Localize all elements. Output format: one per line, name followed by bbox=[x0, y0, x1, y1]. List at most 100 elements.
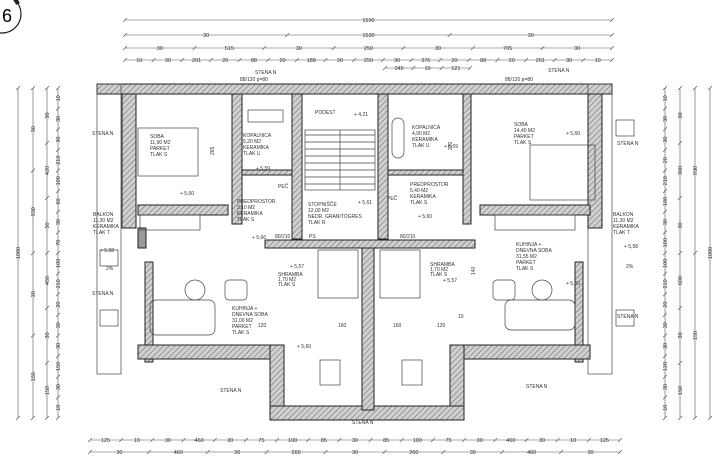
dimension-label: 30 bbox=[56, 343, 62, 349]
dimension-label: 10 bbox=[663, 95, 669, 101]
dimension-tick bbox=[523, 57, 529, 63]
dimension-tick bbox=[55, 271, 61, 276]
dimension-label: 125 bbox=[600, 438, 609, 444]
dimension-label: 30 bbox=[56, 384, 62, 390]
dimension-tick bbox=[662, 333, 668, 338]
dining-table-left bbox=[319, 359, 341, 386]
chair bbox=[615, 309, 635, 327]
svg-text:STENA N: STENA N bbox=[92, 291, 114, 297]
dimension-tick bbox=[581, 57, 586, 63]
dining-table-right bbox=[401, 359, 423, 386]
dimension-tick bbox=[662, 188, 668, 194]
dimension-tick bbox=[401, 45, 406, 51]
dimension-tick bbox=[146, 449, 152, 455]
dimension-label: 75 bbox=[445, 438, 451, 444]
dimension-tick bbox=[609, 32, 615, 38]
dimension-label: 30 bbox=[663, 384, 669, 390]
dimension-tick bbox=[122, 45, 128, 51]
dimension-label: 376 bbox=[421, 58, 430, 64]
dimension-label: 150 bbox=[45, 386, 51, 395]
svg-text:220: 220 bbox=[448, 141, 454, 150]
dimension-tick bbox=[122, 32, 128, 38]
stair-wall-right bbox=[377, 93, 389, 240]
dimension-label: 10 bbox=[595, 58, 601, 64]
dimension-tick bbox=[439, 65, 444, 71]
dimension-label: 150 bbox=[693, 331, 699, 340]
dimension-tick bbox=[677, 85, 683, 91]
dimension-tick bbox=[151, 57, 156, 63]
svg-text:+ 5,57: + 5,57 bbox=[443, 278, 457, 284]
dimension-tick bbox=[707, 415, 713, 421]
bedroom-bottom-wall-left bbox=[137, 204, 229, 216]
dimension-label: 1080 bbox=[16, 247, 22, 259]
dimension-tick bbox=[558, 449, 564, 455]
chair bbox=[99, 309, 119, 327]
bedroom-bottom-wall-right bbox=[479, 204, 591, 216]
dimension-label: 20 bbox=[509, 58, 515, 64]
dimension-tick bbox=[150, 437, 155, 443]
dimension-tick bbox=[677, 250, 683, 256]
dimension-tick bbox=[122, 17, 128, 23]
stair-wall-left bbox=[291, 93, 303, 240]
dimension-tick bbox=[181, 437, 186, 443]
dimension-tick bbox=[274, 437, 280, 443]
dimension-label: 30 bbox=[165, 58, 171, 64]
dimension-tick bbox=[677, 305, 683, 311]
dimension-tick bbox=[243, 437, 249, 443]
dimension-tick bbox=[205, 449, 210, 455]
dimension-tick bbox=[294, 57, 300, 63]
stair-bottom-wall bbox=[264, 239, 476, 249]
svg-text:+ 5,60: + 5,60 bbox=[566, 281, 580, 287]
inner-wall-2 bbox=[462, 93, 472, 225]
dimension-tick bbox=[430, 437, 436, 443]
dimension-label: 120 bbox=[663, 362, 669, 371]
dimension-label: 30 bbox=[678, 332, 684, 338]
dimension-label: 30 bbox=[45, 112, 51, 118]
dimension-label: 930 bbox=[693, 166, 699, 175]
dimension-label: 30 bbox=[574, 46, 580, 52]
dimension-label: 30 bbox=[663, 116, 669, 122]
dimension-tick bbox=[55, 127, 61, 132]
dimension-tick bbox=[351, 57, 357, 63]
dimension-label: 30 bbox=[56, 116, 62, 122]
page-number-badge: 6 bbox=[0, 0, 22, 34]
dimension-tick bbox=[55, 168, 61, 173]
wardrobe-left bbox=[139, 214, 201, 231]
dimension-tick bbox=[55, 85, 61, 91]
dimension-tick bbox=[368, 437, 373, 443]
dimension-tick bbox=[208, 57, 214, 63]
dimension-label: 100 bbox=[413, 438, 422, 444]
dimension-label: 85 bbox=[383, 438, 389, 444]
dimension-label: 30 bbox=[470, 450, 476, 456]
dimension-tick bbox=[662, 127, 668, 132]
dimension-label: 1590 bbox=[362, 18, 374, 24]
dimension-tick bbox=[609, 45, 615, 51]
dimension-tick bbox=[555, 437, 560, 443]
top-wall bbox=[96, 83, 613, 95]
dimension-tick bbox=[337, 437, 342, 443]
dimension-tick bbox=[55, 292, 61, 297]
dimension-label: 20 bbox=[451, 58, 457, 64]
dimension-tick bbox=[662, 147, 668, 153]
dimension-tick bbox=[662, 415, 668, 421]
party-wall bbox=[361, 244, 375, 411]
dimension-tick bbox=[662, 374, 668, 379]
dimension-tick bbox=[461, 437, 467, 443]
wall-stub bbox=[137, 227, 147, 249]
svg-text:+ 5,60: + 5,60 bbox=[418, 214, 432, 220]
dimension-tick bbox=[662, 353, 668, 359]
dimension-label: 30 bbox=[45, 332, 51, 338]
dimension-tick bbox=[264, 449, 269, 455]
armchair-left bbox=[224, 279, 248, 301]
svg-text:+ 4,21: + 4,21 bbox=[354, 112, 368, 118]
dimension-tick bbox=[87, 449, 93, 455]
furniture bbox=[99, 109, 635, 386]
dimension-tick bbox=[55, 312, 61, 318]
dimension-label: 88 bbox=[251, 58, 257, 64]
bathtub bbox=[391, 117, 405, 159]
dimension-tick bbox=[382, 449, 387, 455]
